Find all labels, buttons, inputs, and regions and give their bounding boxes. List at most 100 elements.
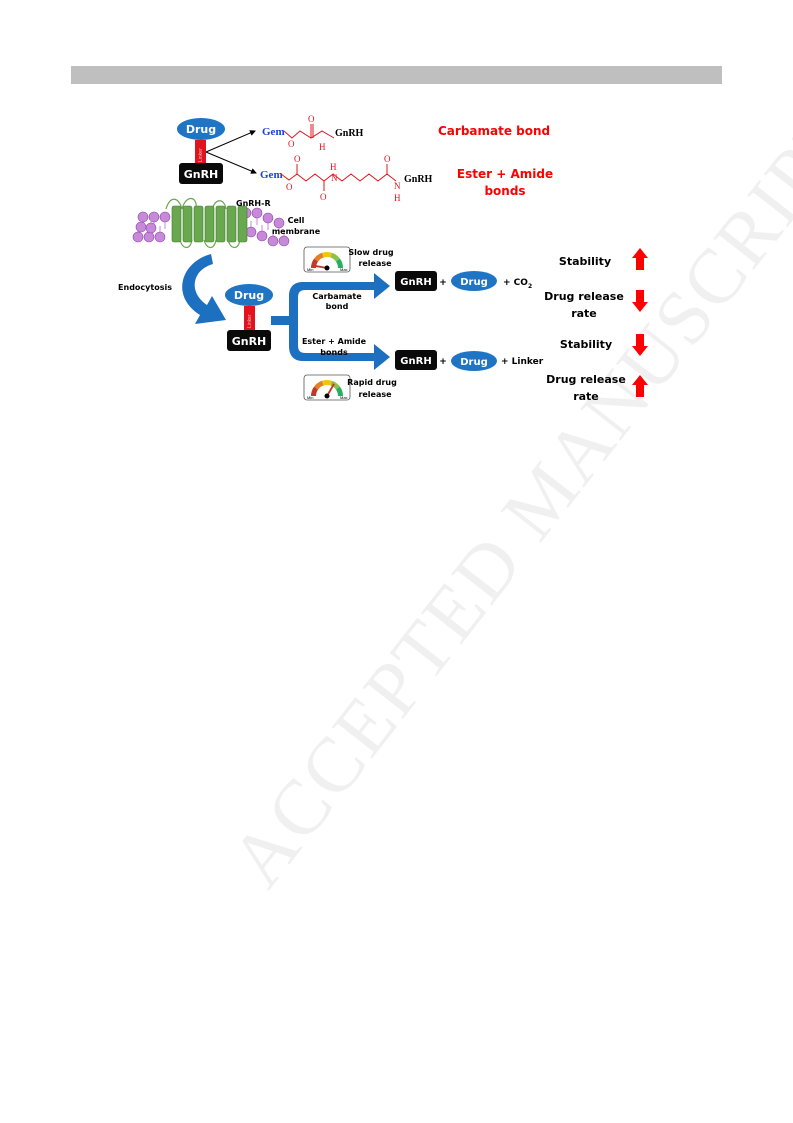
lipid-head [143,231,155,243]
drug-label-top: Drug [186,123,216,136]
receptor-helix-5 [215,205,226,243]
fast-bond-line2: bonds [320,348,348,357]
fast-release-label-line1: Drug release [546,373,626,386]
pointer-line-ester [205,151,257,174]
slow-gauge-label-line1: Slow drug [348,248,394,257]
amide-o-top: O [384,154,391,164]
fast-gauge-label-line1: Rapid drug [347,378,397,387]
endocytosis-arrow: Endocytosis [118,254,226,324]
gnrh-label-carbamate: GnRH [335,128,364,139]
slow-gauge-label-line2: release [358,259,392,268]
fast-plus: + [439,357,447,367]
lipid-head [278,235,290,247]
fast-byproduct: + Linker [501,357,544,367]
cell-membrane [132,207,290,247]
gnrh-label-top: GnRH [184,168,219,181]
slow-gnrh-label: GnRH [400,277,431,288]
drug-label-internal: Drug [234,289,264,302]
lipid-head [137,211,149,223]
gauge-hub [324,265,330,271]
gauge-segment [330,252,340,262]
fast-gauge-label-line2: release [358,390,392,399]
gauge-slow: Min Max [303,246,351,273]
carbamate-h: H [319,142,326,152]
gauge-hub [324,393,330,399]
slow-drug-ellipse [451,271,497,291]
gauge-rapid: Min Max [303,374,351,401]
gauge-segment [314,252,324,262]
gem-label-ester: Gem [260,169,283,181]
branch-upper-arrow [289,273,390,321]
lipid-head [267,235,279,247]
ester-amide-structure: Gem O O O O H N N H GnRH Ester + Amide b… [260,154,553,203]
carbamate-bonds [283,130,335,139]
slow-stability-label: Stability [559,255,611,268]
conjugate-top: Drug Linker GnRH [177,118,257,184]
branch-lower-arrow [289,320,390,370]
gauge-max-label: Max [340,267,348,272]
lipid-head [245,226,257,238]
amide-n-2: N [394,181,401,191]
stability-up-arrow-slow [632,248,648,270]
membrane-label-line2: membrane [272,227,321,236]
gauge-segment [330,380,340,390]
lipid-head [135,221,147,233]
fast-drug-label: Drug [460,357,488,368]
lipid-head [132,231,144,243]
fast-gnrh-box [395,350,437,370]
fast-bond-line1: Ester + Amide [302,337,367,346]
amide-o-bottom: O [320,192,327,202]
endocytosis-label: Endocytosis [118,283,172,292]
receptor-helix-1 [171,205,182,243]
fast-gnrh-label: GnRH [400,356,431,367]
conjugate-internalized: Drug Linker GnRH [225,284,273,351]
ester-amide-chain [280,173,397,182]
branch-arrows [271,273,390,370]
release-up-arrow-fast [632,375,648,397]
lipid-head [256,230,268,242]
stability-down-arrow-fast [632,334,648,356]
fast-stability-label: Stability [560,338,612,351]
membrane-label-line1: Cell [288,216,305,225]
gauge-segment [311,386,319,396]
lipid-head [145,222,157,234]
amide-h-1: H [330,162,337,172]
header-bar [71,66,722,84]
gauge-segment [322,380,332,386]
slow-plus: + [439,278,447,288]
gauge-segment [322,251,332,258]
branch-stem [271,316,293,325]
endocytosis-curve [182,254,226,324]
receptor-helix-6 [226,205,237,243]
gnrh-receptor: GnRH-R Cell membrane [165,197,321,249]
fast-release-label-line2: rate [573,390,599,403]
gauge-segment [335,258,343,268]
gauge-segment [335,386,343,396]
drug-ellipse-internal [225,284,273,306]
slow-byproduct: + CO2 [503,278,532,290]
slow-bond-line2: bond [326,302,349,311]
gauge-segment [314,380,324,390]
slow-bond-line1: Carbamate [312,292,362,301]
lipid-head [154,231,166,243]
release-down-arrow-slow [632,290,648,312]
amide-h-2: H [394,193,401,203]
gauge-min-label: Min [307,395,313,400]
pointer-line-carbamate [205,130,256,153]
slow-release-label-line1: Drug release [544,290,624,303]
linker-label-internal: Linker [247,314,253,328]
lipid-head [159,211,171,223]
carbamate-o-ester: O [288,139,295,149]
lipid-head [251,207,263,219]
gauge-segment [311,258,319,268]
gauge-min-label: Min [307,267,313,272]
gnrh-label-internal: GnRH [232,335,267,348]
ester-o-link: O [286,182,293,192]
lipid-head [273,217,285,229]
drug-ellipse-top [177,118,225,140]
lipid-head [262,212,274,224]
slow-gnrh-box [395,271,437,291]
gauge-max-label: Max [340,395,348,400]
ester-o-top: O [294,154,301,164]
